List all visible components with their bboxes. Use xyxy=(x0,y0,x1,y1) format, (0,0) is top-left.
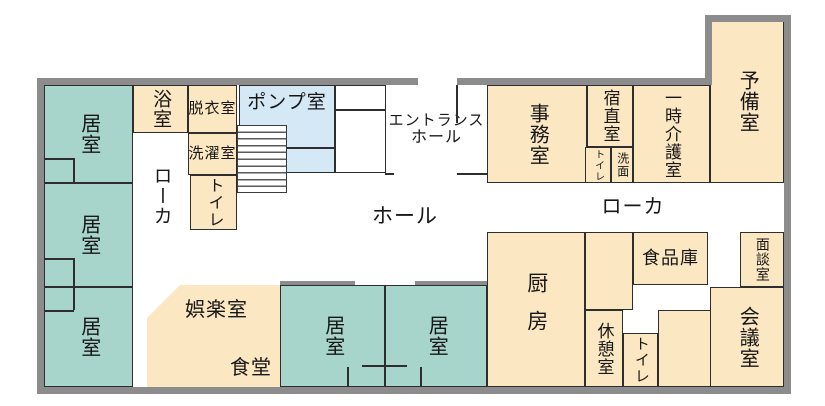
wall-line xyxy=(385,173,394,175)
outer-wall-bottom xyxy=(37,387,791,394)
room-kitchen: 厨房 xyxy=(487,232,585,387)
room-living-4: 居室 xyxy=(280,285,385,387)
room-reserve: 予備室 xyxy=(710,20,784,183)
door-mark xyxy=(347,367,349,387)
room-recreation-dining: 娯楽室 食堂 xyxy=(147,285,280,387)
room-washbasin: 洗面 xyxy=(611,147,633,183)
outer-wall-left xyxy=(37,78,44,394)
room-toilet-office: トイレ xyxy=(585,147,611,183)
outer-wall-top-west xyxy=(37,78,418,85)
room-meeting: 会議室 xyxy=(710,287,784,387)
room-break: 休憩室 xyxy=(585,310,623,387)
wall-segment xyxy=(280,281,355,285)
room-entrance-hall: エントランス ホール xyxy=(385,85,487,175)
door-mark xyxy=(44,258,74,260)
wall-segment xyxy=(415,281,487,285)
room-laundry: 洗濯室 xyxy=(188,133,237,175)
room-label: 休憩室 xyxy=(594,321,614,376)
room-living-1: 居室 xyxy=(44,85,133,183)
room-unlabeled-1 xyxy=(335,85,386,110)
room-label: 事務室 xyxy=(526,102,549,166)
room-label: 居室 xyxy=(425,315,448,357)
door-mark xyxy=(44,310,74,312)
room-label: 居室 xyxy=(77,316,100,358)
room-label: 脱衣室 xyxy=(188,99,237,117)
outer-wall-reserve-top xyxy=(705,15,791,22)
room-label: 食堂 xyxy=(230,356,272,379)
corridor-east-label: ローカ xyxy=(601,195,665,218)
room-night-duty: 宿直室 xyxy=(587,85,633,147)
room-label: 食品庫 xyxy=(642,248,699,269)
room-label: トイレ xyxy=(592,148,604,182)
hall-label: ホール xyxy=(372,205,438,229)
room-label: 居室 xyxy=(77,214,100,256)
room-toilet-east: トイレ xyxy=(623,333,658,387)
room-label: 娯楽室 xyxy=(185,299,248,321)
room-label: 予備室 xyxy=(736,70,759,133)
door-mark xyxy=(73,258,75,310)
door-mark xyxy=(420,367,422,387)
room-kitchen-annex xyxy=(585,232,633,310)
room-label: 居室 xyxy=(77,113,100,155)
corridor-west-label: ローカ xyxy=(150,166,172,226)
outer-wall-right xyxy=(784,15,791,394)
room-label: 厨房 xyxy=(524,271,548,348)
wall-line xyxy=(457,173,487,175)
room-food-storage: 食品庫 xyxy=(633,232,708,285)
room-label: ポンプ室 xyxy=(247,92,327,113)
room-interview: 面談室 xyxy=(740,232,784,287)
room-unlabeled-3 xyxy=(658,310,712,387)
room-label: トイレ xyxy=(205,177,223,228)
room-label: 居室 xyxy=(321,315,344,357)
door-mark xyxy=(362,365,407,367)
room-office: 事務室 xyxy=(487,85,587,183)
room-living-2: 居室 xyxy=(44,183,133,287)
room-undressing: 脱衣室 xyxy=(188,85,237,133)
room-toilet-west: トイレ xyxy=(190,175,237,230)
wall-line xyxy=(456,85,458,123)
room-label: 宿直室 xyxy=(600,89,620,143)
room-unlabeled-2 xyxy=(335,110,386,173)
room-living-5: 居室 xyxy=(385,285,487,387)
room-label: 面談室 xyxy=(754,237,771,282)
room-label: ホール xyxy=(410,129,462,147)
room-label: 浴室 xyxy=(150,89,172,129)
room-label: エントランス xyxy=(388,111,485,129)
room-label: トイレ xyxy=(632,336,650,384)
room-label: 会議室 xyxy=(736,305,759,369)
room-temporary-care: 一時介護室 xyxy=(633,85,710,183)
room-bath: 浴室 xyxy=(133,85,188,133)
outer-wall-top-east xyxy=(457,78,710,85)
staircase xyxy=(237,125,287,193)
room-label: 洗面 xyxy=(615,152,630,178)
door-mark xyxy=(73,158,75,183)
room-label: 洗濯室 xyxy=(188,144,237,162)
outer-wall-reserve-left xyxy=(705,15,712,85)
wall-line xyxy=(287,147,335,149)
door-mark xyxy=(44,158,74,160)
room-living-3: 居室 xyxy=(44,287,133,387)
room-label: 一時介護室 xyxy=(662,89,682,179)
